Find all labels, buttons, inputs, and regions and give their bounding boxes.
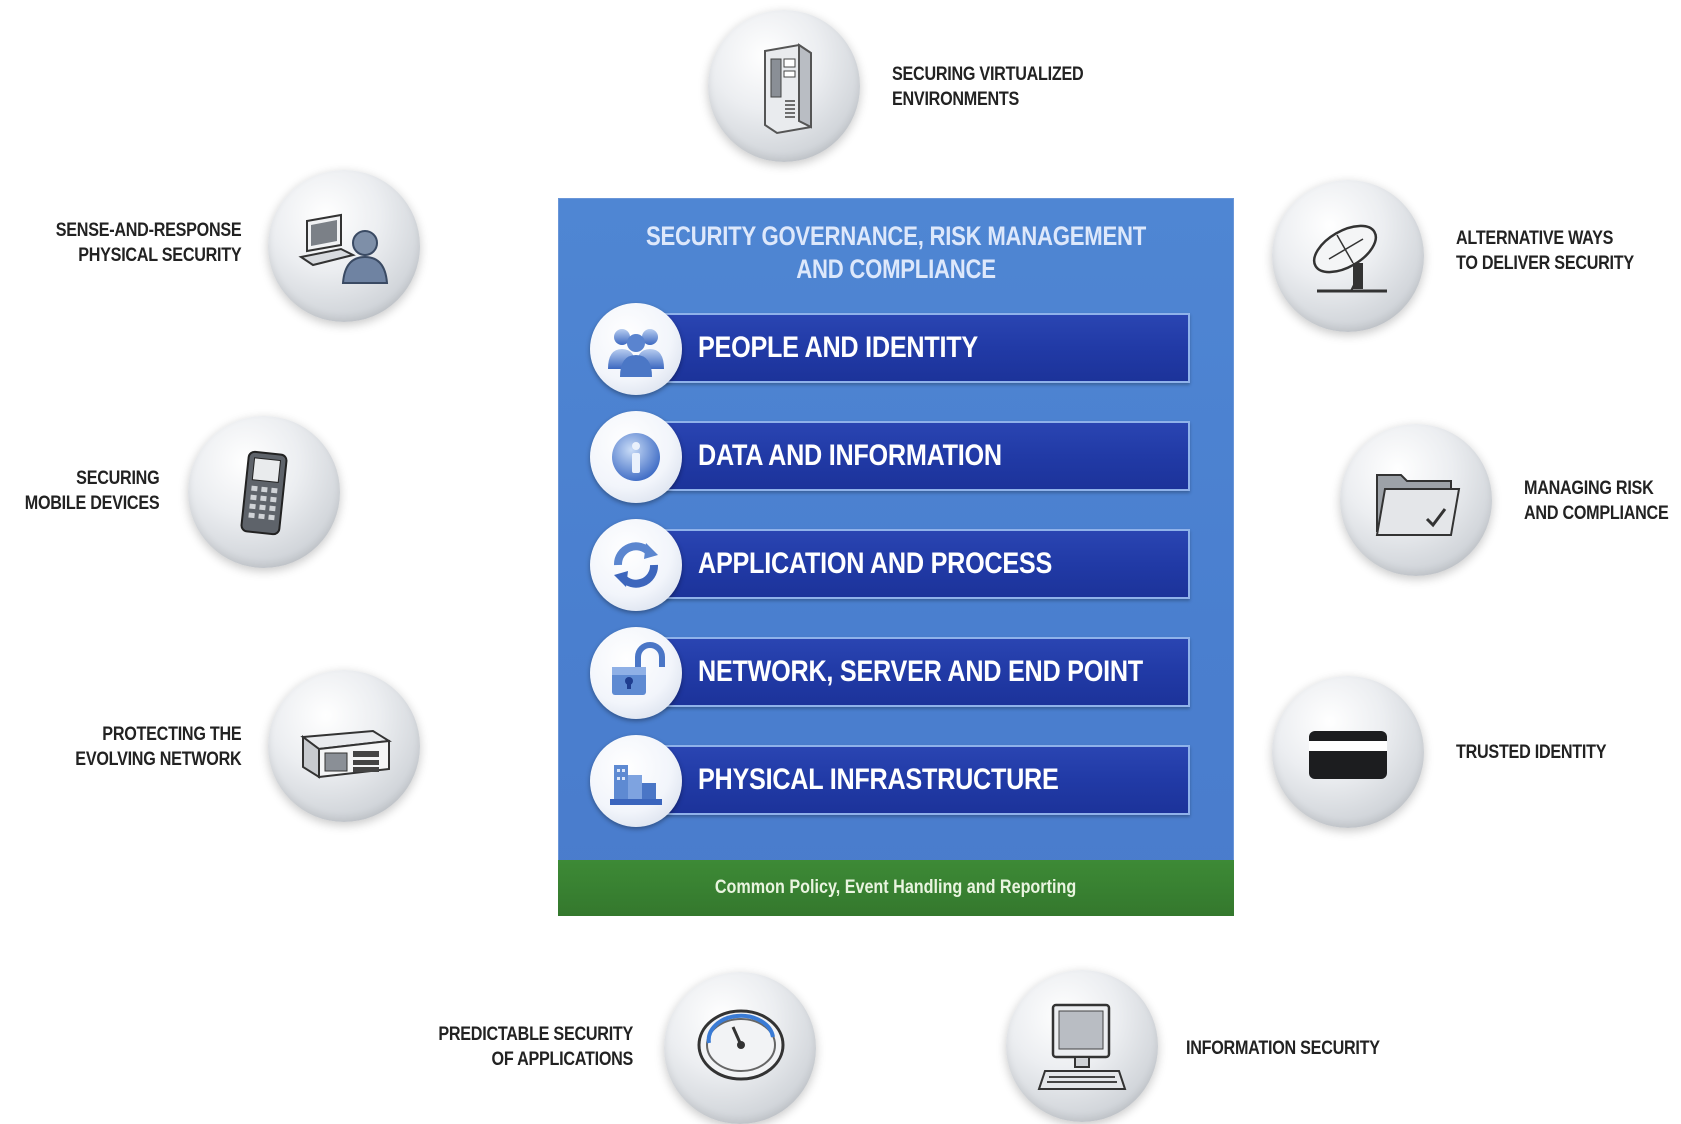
footer-label: Common Policy, Event Handling and Report… [715,877,1077,898]
label-line: SENSE-AND-RESPONSE [55,220,241,241]
gauge-icon [664,972,816,1124]
label-line: PHYSICAL SECURITY [77,245,241,266]
server-tower-icon [708,10,860,162]
label-line: OF APPLICATIONS [491,1049,633,1070]
security-framework-panel: SECURITY GOVERNANCE, RISK MANAGEMENT AND… [558,198,1234,916]
folder-check-icon [1340,424,1492,576]
node-label-mobile: SECURING MOBILE DEVICES [24,466,159,516]
label-line: PROTECTING THE [101,724,241,745]
node-label-alternative: ALTERNATIVE WAYS TO DELIVER SECURITY [1456,226,1634,276]
node-label-applications: PREDICTABLE SECURITY OF APPLICATIONS [438,1022,633,1072]
node-label-virtualized: SECURING VIRTUALIZED ENVIRONMENTS [892,62,1084,112]
layer-bar [640,637,1190,707]
desktop-computer-icon [1006,970,1158,1122]
label-line: AND COMPLIANCE [1524,503,1669,524]
people-icon [590,303,682,395]
layer-label: APPLICATION AND PROCESS [698,547,1053,580]
padlock-icon [590,627,682,719]
layer-label: PEOPLE AND IDENTITY [698,331,978,364]
layer-label: DATA AND INFORMATION [698,439,1002,472]
layer-application-process: APPLICATION AND PROCESS [590,519,1202,611]
cycle-arrows-icon [590,519,682,611]
label-line: TRUSTED IDENTITY [1456,742,1607,763]
panel-title: SECURITY GOVERNANCE, RISK MANAGEMENT AND… [619,220,1173,286]
label-line: INFORMATION SECURITY [1186,1038,1380,1059]
layer-bar [640,313,1190,383]
node-label-risk: MANAGING RISK AND COMPLIANCE [1524,476,1669,526]
label-line: PREDICTABLE SECURITY [438,1024,633,1045]
label-line: MANAGING RISK [1524,478,1654,499]
label-line: MOBILE DEVICES [24,493,159,514]
layer-bar [640,421,1190,491]
label-line: EVOLVING NETWORK [74,749,241,770]
node-label-infosec: INFORMATION SECURITY [1186,1036,1380,1061]
layer-data-information: DATA AND INFORMATION [590,411,1202,503]
node-label-sense-response: SENSE-AND-RESPONSE PHYSICAL SECURITY [55,218,241,268]
id-card-icon [1272,676,1424,828]
computer-user-icon [268,170,420,322]
layer-network-server-endpoint: NETWORK, SERVER AND END POINT [590,627,1202,719]
node-label-network: PROTECTING THE EVOLVING NETWORK [75,722,241,772]
buildings-icon [590,735,682,827]
panel-title-line2: AND COMPLIANCE [796,254,996,284]
layer-people-identity: PEOPLE AND IDENTITY [590,303,1202,395]
label-line: SECURING [75,468,159,489]
label-line: SECURING VIRTUALIZED [892,64,1084,85]
layer-label: NETWORK, SERVER AND END POINT [698,655,1143,688]
layer-physical-infrastructure: PHYSICAL INFRASTRUCTURE [590,735,1202,827]
layer-bar [640,745,1190,815]
label-line: ALTERNATIVE WAYS [1456,228,1614,249]
satellite-dish-icon [1272,180,1424,332]
node-label-trusted: TRUSTED IDENTITY [1456,740,1607,765]
label-line: TO DELIVER SECURITY [1456,253,1634,274]
panel-footer: Common Policy, Event Handling and Report… [558,860,1234,916]
network-appliance-icon [268,670,420,822]
layer-label: PHYSICAL INFRASTRUCTURE [698,763,1059,796]
mobile-phone-icon [188,416,340,568]
panel-title-line1: SECURITY GOVERNANCE, RISK MANAGEMENT [645,221,1146,251]
label-line: ENVIRONMENTS [892,89,1020,110]
layer-bar [640,529,1190,599]
info-icon [590,411,682,503]
